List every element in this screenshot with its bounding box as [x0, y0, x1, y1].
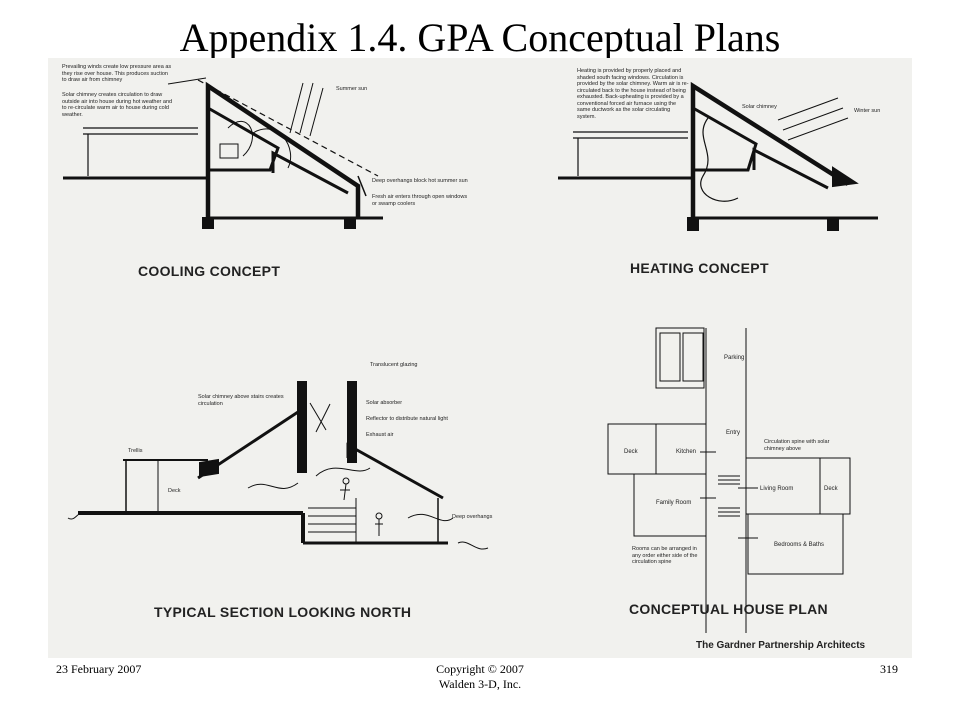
architect-credit: The Gardner Partnership Architects: [696, 640, 866, 651]
plan-spine-note: Circulation spine with solar chimney abo…: [764, 439, 830, 452]
section-note-trellis: Trellis: [128, 448, 143, 454]
plan-entry: Entry: [726, 430, 741, 436]
plan-family-room: Family Room: [656, 500, 692, 506]
cooling-concept-drawing: [63, 77, 383, 229]
cooling-note-sun: Summer sun: [336, 86, 368, 92]
section-note-exhaust: Exhaust air: [366, 432, 394, 438]
concept-drawings-scan: COOLING CONCEPT HEATING CONCEPT TYPICAL …: [48, 58, 912, 658]
footer-date: 23 February 2007: [56, 662, 142, 676]
footer-page-number: 319: [880, 662, 898, 676]
slide-title: Appendix 1.4. GPA Conceptual Plans: [179, 15, 781, 60]
plan-parking: Parking: [724, 355, 745, 361]
section-note-chimney: Solar chimney above stairs creates circu…: [198, 394, 284, 407]
footer-copyright-line1: Copyright © 2007: [436, 662, 524, 676]
section-note-reflector: Reflector to distribute natural light: [366, 416, 448, 422]
plan-living-room: Living Room: [760, 486, 794, 492]
heating-concept-caption: HEATING CONCEPT: [630, 260, 769, 276]
plan-deck-right: Deck: [824, 486, 838, 492]
cooling-note-winds: Prevailing winds create low pressure are…: [62, 64, 172, 83]
house-plan-caption: CONCEPTUAL HOUSE PLAN: [629, 601, 828, 617]
cooling-note-overhang: Deep overhangs block hot summer sun: [372, 178, 468, 184]
heating-note-sun: Winter sun: [854, 108, 881, 114]
section-drawing: [67, 381, 489, 550]
heating-note-chimney: Solar chimney: [742, 104, 777, 110]
section-note-deck: Deck: [168, 488, 181, 494]
section-caption: TYPICAL SECTION LOOKING NORTH: [154, 604, 412, 620]
cooling-concept-caption: COOLING CONCEPT: [138, 263, 281, 279]
footer-copyright-line2: Walden 3-D, Inc.: [438, 677, 522, 691]
section-note-absorber: Solar absorber: [366, 400, 403, 406]
heating-note: Heating is provided by properly placed a…: [577, 68, 689, 120]
section-note-overhangs: Deep overhangs: [452, 514, 493, 520]
section-note-glazing: Translucent glazing: [370, 362, 418, 368]
heating-concept-drawing: [558, 81, 878, 231]
plan-bedrooms: Bedrooms & Baths: [774, 542, 825, 548]
plan-deck-left: Deck: [624, 449, 638, 455]
line-drawings: [63, 77, 878, 633]
cooling-note-fresh-air: Fresh air enters through open windows or…: [372, 194, 468, 207]
cooling-note-chimney: Solar chimney creates circulation to dra…: [62, 92, 173, 118]
house-plan-drawing: [607, 327, 851, 633]
plan-rooms-note: Rooms can be arranged in any order eithe…: [632, 546, 698, 565]
footer-copyright: Copyright © 2007 Walden 3-D, Inc.: [380, 662, 580, 692]
plan-kitchen: Kitchen: [676, 449, 697, 455]
